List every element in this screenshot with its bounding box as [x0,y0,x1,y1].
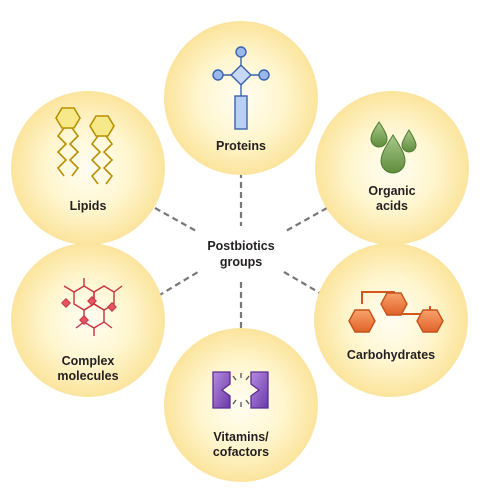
connector-organic-acids [283,207,328,233]
center-title: Postbiotics groups [186,238,296,270]
carbohydrates-circle [314,243,468,397]
connector-lipids [154,207,199,233]
label-proteins: Proteins [215,139,266,153]
connectors [154,172,328,338]
droplets-icon [370,121,417,174]
center-title-line2: groups [219,255,263,269]
connector-complex-molecules [157,271,199,297]
connector-carbohydrates [283,271,326,297]
protein-icon [212,46,270,130]
hexagon-chain-icon [348,291,444,333]
label-carbohydrates: Carbohydrates [346,348,436,362]
molecule-network-icon [61,278,123,336]
label-lipids: Lipids [69,199,107,213]
label-complex-molecules: Complex molecules [57,354,119,383]
label-organic-acids: Organic acids [368,184,416,213]
lipid-icon [55,107,115,185]
vitamin-icon [212,371,269,409]
center-title-line1: Postbiotics [207,239,275,253]
lipids-circle [11,91,165,245]
label-vitamins: Vitamins/ cofactors [212,430,270,459]
